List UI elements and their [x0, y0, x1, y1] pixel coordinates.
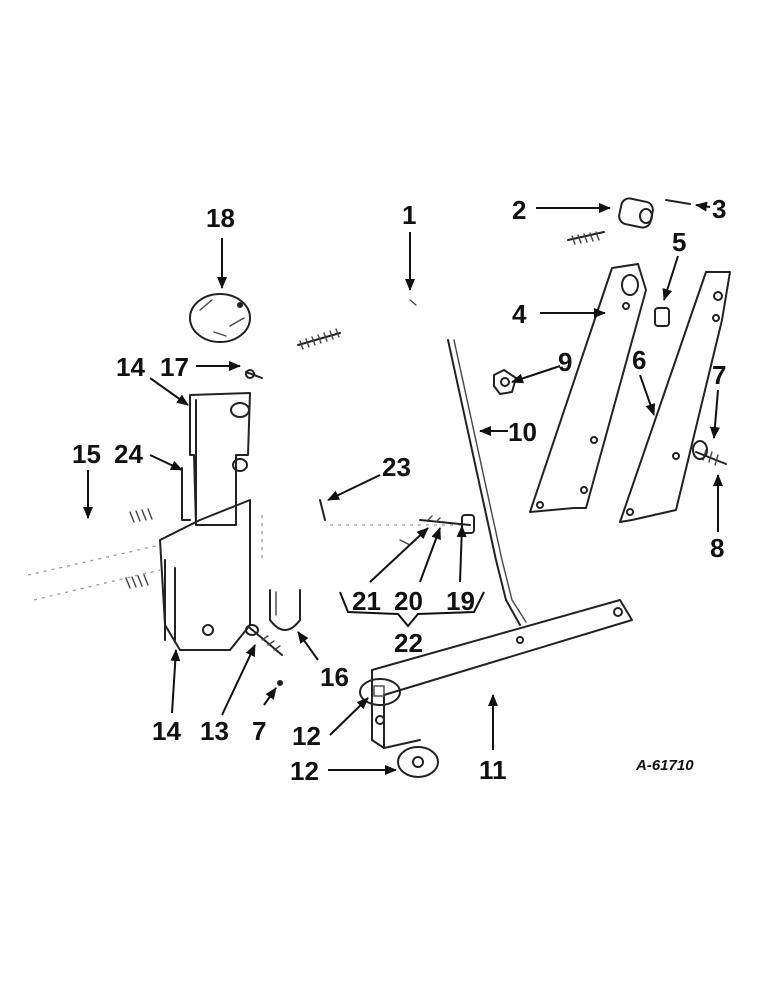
callout-16: 16	[320, 662, 349, 692]
part-14-24-bracket	[181, 392, 251, 526]
callout-12-lower: 12	[290, 756, 319, 786]
leader-arrow-5	[662, 255, 679, 301]
callout-10: 10	[508, 417, 537, 447]
leader-arrow-14-upper	[149, 377, 189, 406]
part-6-bar	[619, 271, 731, 523]
part-11-bar	[371, 599, 633, 749]
callout-14-upper: 14	[116, 352, 145, 382]
callout-5: 5	[672, 227, 686, 257]
leader-arrow-3	[695, 201, 711, 212]
part-3-pin	[665, 199, 691, 205]
part-4-bar	[529, 263, 647, 513]
callout-15: 15	[72, 439, 101, 469]
part-17-pin	[245, 369, 263, 379]
callout-7-upper: 7	[712, 360, 726, 390]
callout-4: 4	[512, 299, 527, 329]
part-16-u-clip	[269, 589, 301, 631]
callout-2: 2	[512, 195, 526, 225]
part-8-bolt	[692, 440, 727, 466]
leader-arrow-21	[369, 527, 429, 583]
part-9-nut	[493, 369, 517, 395]
part-22-linkage	[319, 499, 475, 546]
leader-arrow-9	[511, 365, 561, 384]
callout-18: 18	[206, 203, 235, 233]
callout-9: 9	[558, 347, 572, 377]
part-2-sleeve	[567, 197, 654, 245]
leader-arrow-19	[456, 525, 467, 583]
leader-arrow-13	[221, 644, 256, 716]
part-7-pin-lower	[277, 680, 283, 686]
part-1-spring	[297, 299, 417, 350]
callout-11: 11	[479, 755, 507, 785]
callout-19: 19	[446, 586, 475, 616]
part-13-bolt	[245, 624, 283, 656]
callout-labels: 1 2 3 4 5 6 7 7 8 9 10 11 12 12 13 14 14…	[72, 194, 726, 786]
leader-arrow-7-upper	[709, 389, 720, 439]
figure-code: A-61710	[635, 757, 694, 774]
part-5-block	[654, 307, 670, 327]
leader-arrow-16	[297, 631, 319, 661]
leader-arrow-23	[327, 474, 381, 501]
leader-arrow-6	[639, 374, 656, 416]
callout-17: 17	[160, 352, 189, 382]
callout-13: 13	[200, 716, 229, 746]
leader-arrow-12-upper	[329, 697, 369, 736]
callout-23: 23	[382, 452, 411, 482]
callout-21: 21	[352, 586, 381, 616]
leader-arrow-24	[149, 454, 183, 471]
part-18-knob	[189, 293, 251, 343]
callout-22: 22	[394, 628, 423, 658]
leader-arrows	[83, 201, 723, 775]
callout-1: 1	[402, 200, 416, 230]
bracket-icon	[339, 591, 485, 628]
leader-arrow-14-lower	[170, 649, 181, 714]
part-12-washers	[359, 678, 439, 778]
callout-7-lower: 7	[252, 716, 266, 746]
callout-14-lower: 14	[152, 716, 181, 746]
leader-arrow-20	[419, 527, 441, 583]
callout-20: 20	[394, 586, 423, 616]
callout-12-upper: 12	[292, 721, 321, 751]
callout-6: 6	[632, 345, 646, 375]
leader-arrow-7-lower	[263, 687, 277, 706]
part-15-shaft	[27, 508, 161, 601]
callout-3: 3	[712, 194, 726, 224]
part-14-housing	[159, 499, 263, 651]
part-10-rod	[447, 339, 527, 626]
callout-8: 8	[710, 533, 724, 563]
callout-24: 24	[114, 439, 143, 469]
